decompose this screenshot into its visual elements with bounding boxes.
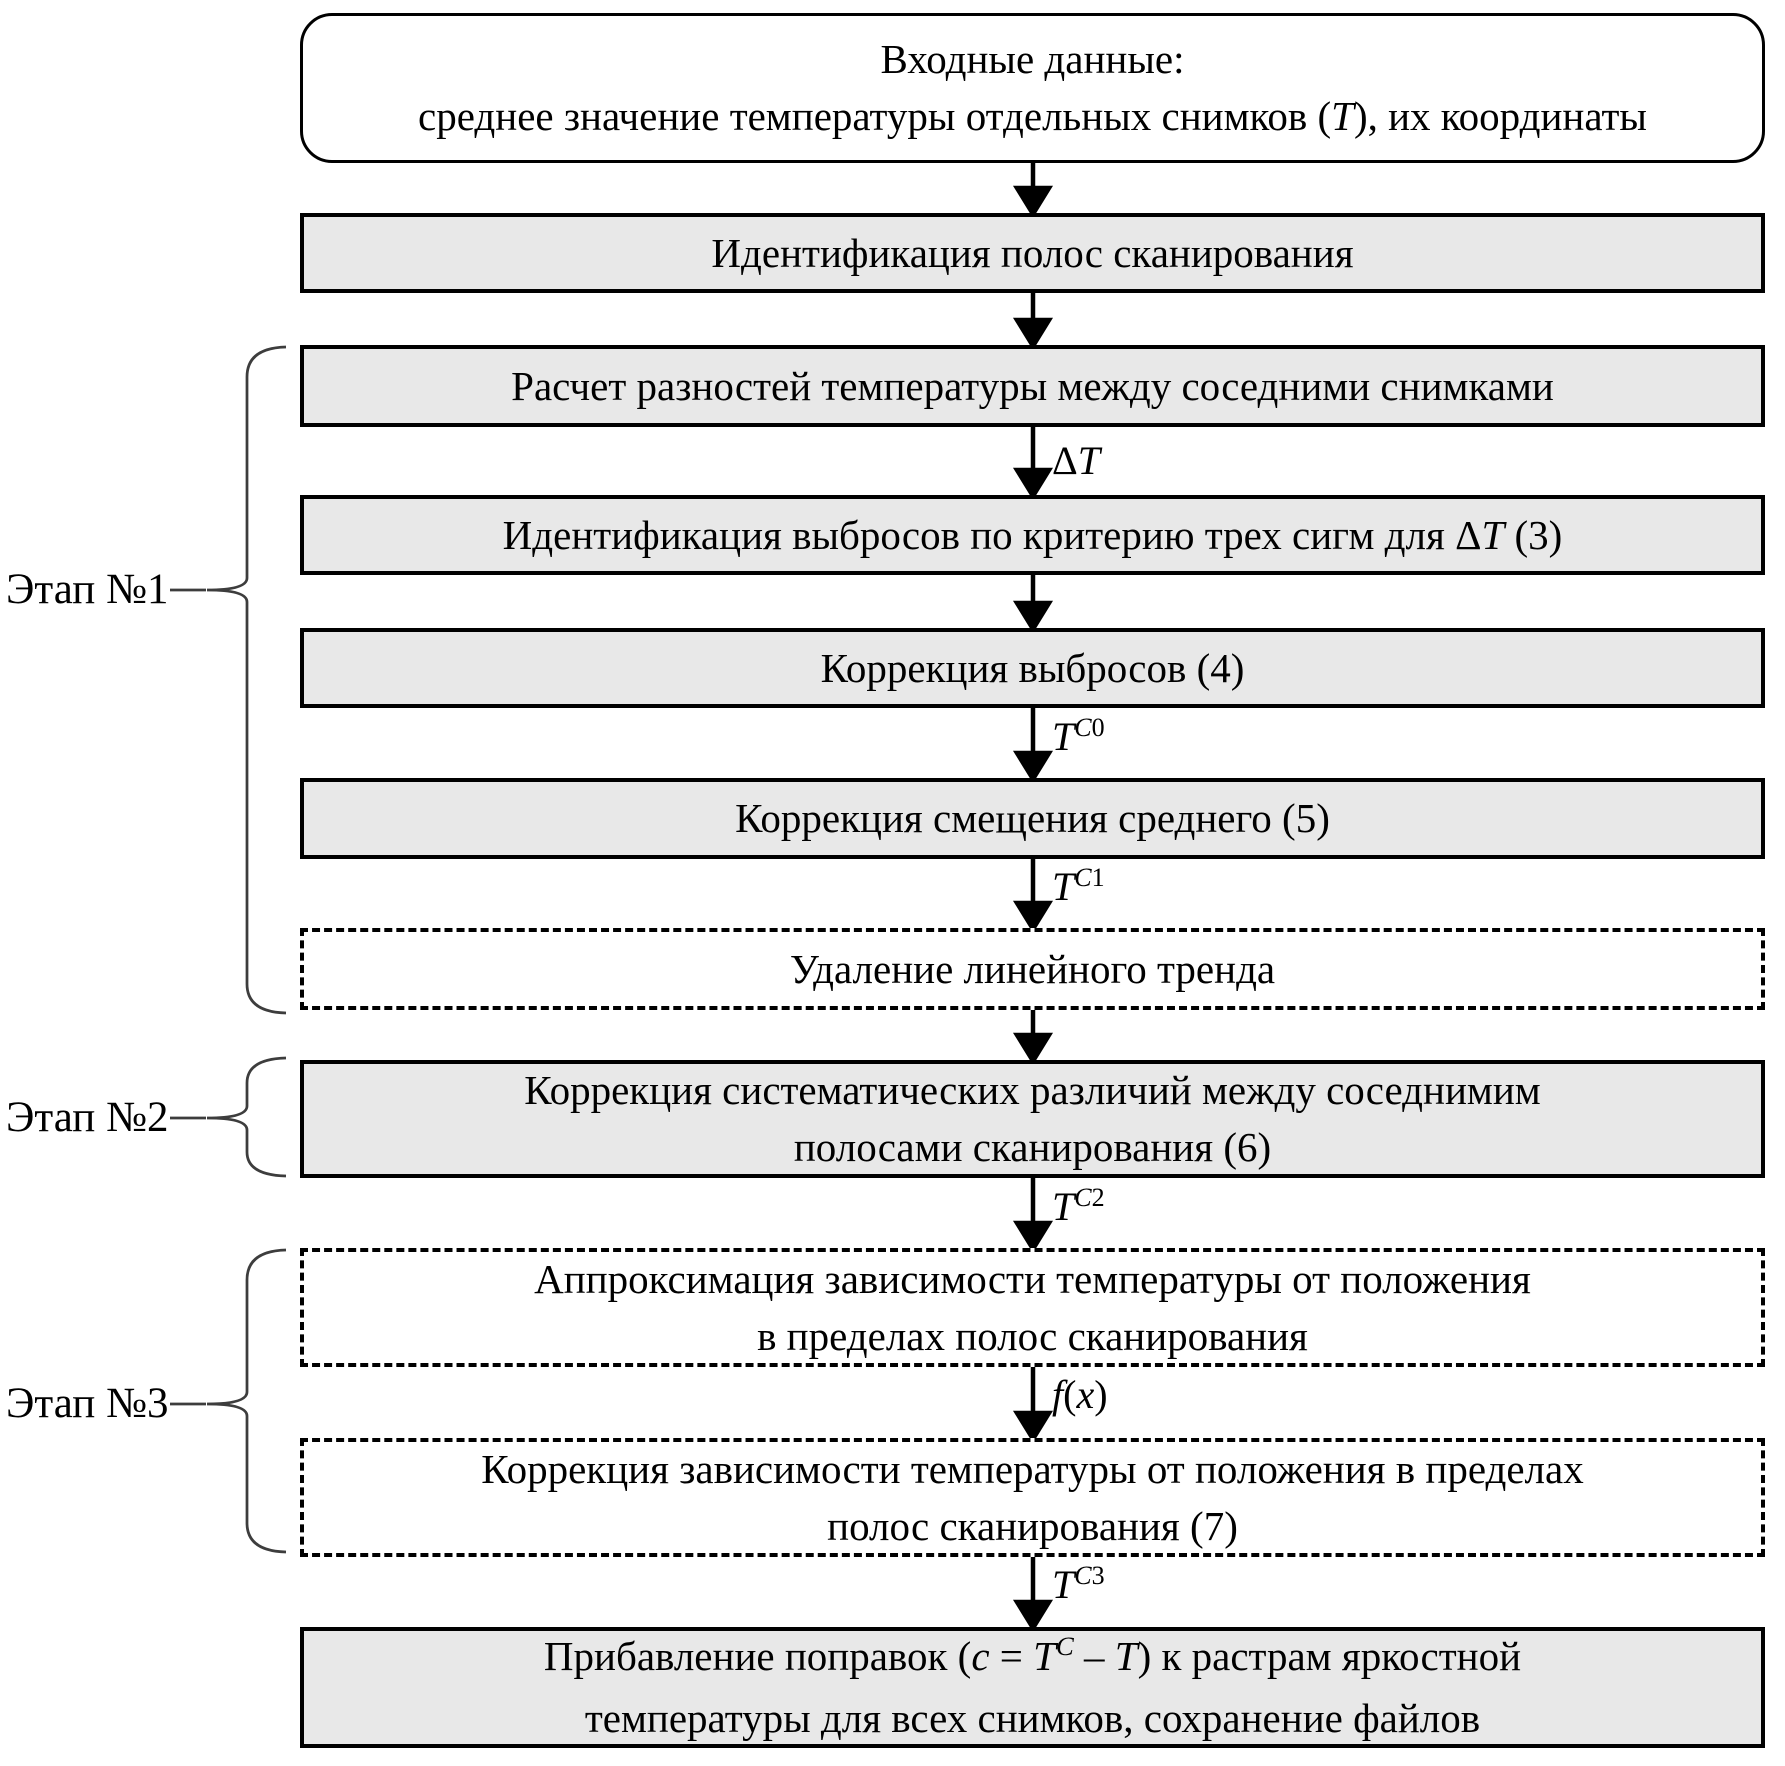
arrow-label-tc0: TC0	[1052, 712, 1105, 759]
arrow-head	[1012, 1599, 1054, 1633]
stage-2-brace	[206, 1056, 287, 1178]
node-position-dependence-correction: Коррекция зависимости температуры от пол…	[300, 1438, 1765, 1557]
node-approximate-temp-position: Аппроксимация зависимости температуры от…	[300, 1248, 1765, 1367]
node-identify-scan-strips: Идентификация полос сканирования	[300, 213, 1765, 293]
arrow-label-tc2: TC2	[1052, 1182, 1105, 1229]
node-outlier-correction: Коррекция выбросов (4)	[300, 628, 1765, 708]
stage-label-1: Этап №1	[6, 566, 169, 613]
arrow-head	[1012, 600, 1054, 634]
flow-arrows	[1012, 163, 1054, 1633]
stage-label-3: Этап №3	[6, 1380, 169, 1427]
arrow-head	[1012, 900, 1054, 934]
arrow-label-tc1: TC1	[1052, 862, 1105, 909]
stage-1-brace	[206, 345, 287, 1015]
arrow-head	[1012, 185, 1054, 219]
node-mean-shift-correction: Коррекция смещения среднего (5)	[300, 778, 1765, 859]
arrow-head	[1012, 1220, 1054, 1254]
arrow-head	[1012, 1410, 1054, 1444]
node-apply-corrections-save: Прибавление поправок (c = TC – T) к раст…	[300, 1627, 1765, 1748]
node-calc-temp-differences: Расчет разностей температуры между сосед…	[300, 345, 1765, 427]
node-identify-outliers: Идентификация выбросов по критерию трех …	[300, 495, 1765, 575]
stage-braces	[170, 345, 287, 1554]
node-remove-linear-trend: Удаление линейного тренда	[300, 928, 1765, 1010]
node-systematic-diff-correction: Коррекция систематических различий между…	[300, 1060, 1765, 1178]
arrow-label-fx: f(x)	[1052, 1372, 1108, 1417]
arrow-head	[1012, 467, 1054, 501]
arrow-label-delta-t: ΔT	[1052, 438, 1100, 483]
stage-3-brace	[206, 1248, 287, 1554]
arrow-label-tc3: TC3	[1052, 1560, 1105, 1607]
node-input-data: Входные данные:среднее значение температ…	[300, 13, 1765, 163]
stage-label-2: Этап №2	[6, 1094, 169, 1141]
arrow-head	[1012, 1032, 1054, 1066]
arrow-head	[1012, 750, 1054, 784]
arrow-head	[1012, 317, 1054, 351]
